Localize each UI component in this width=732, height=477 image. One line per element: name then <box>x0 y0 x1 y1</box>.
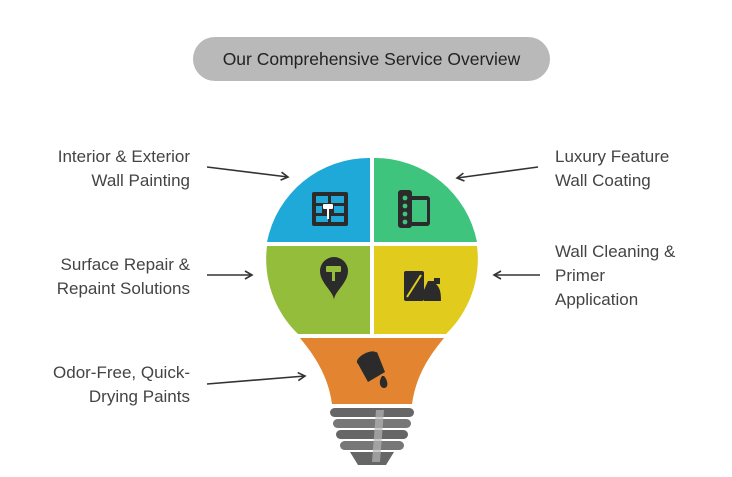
paint-bucket-pour-icon <box>356 351 388 388</box>
arrow-interior <box>206 166 290 181</box>
label-cleaning-line-2: Primer <box>555 266 606 285</box>
bulb-base <box>330 408 414 465</box>
label-repair: Surface Repair & Repaint Solutions <box>57 253 190 301</box>
arrow-odor <box>206 371 307 385</box>
label-luxury-line-1: Luxury Feature <box>555 147 670 166</box>
label-interior-line-1: Interior & Exterior <box>57 147 190 166</box>
paint-roller-pin-icon <box>320 257 348 300</box>
segment-repair <box>266 246 370 334</box>
label-repair-line-1: Surface Repair & <box>60 255 190 274</box>
color-swatch-icon <box>398 190 430 228</box>
label-odor-line-1: Odor-Free, Quick- <box>53 363 190 382</box>
label-luxury-line-2: Wall Coating <box>555 171 651 190</box>
label-interior-line-2: Wall Painting <box>91 171 190 190</box>
wall-paint-roller-icon <box>312 192 348 226</box>
arrow-luxury <box>455 166 539 182</box>
label-cleaning: Wall Cleaning & Primer Application <box>555 240 675 312</box>
page-title: Our Comprehensive Service Overview <box>222 48 521 69</box>
spray-bottle-icon <box>404 271 441 301</box>
label-odor-line-2: Drying Paints <box>88 387 190 406</box>
label-luxury: Luxury Feature Wall Coating <box>555 145 669 193</box>
label-cleaning-line-1: Wall Cleaning & <box>555 242 676 261</box>
label-interior: Interior & Exterior Wall Painting <box>58 145 190 193</box>
label-odor: Odor-Free, Quick- Drying Paints <box>53 361 190 409</box>
title-pill: Our Comprehensive Service Overview <box>193 37 550 81</box>
label-cleaning-line-3: Application <box>555 290 639 309</box>
label-repair-line-2: Repaint Solutions <box>56 279 190 298</box>
